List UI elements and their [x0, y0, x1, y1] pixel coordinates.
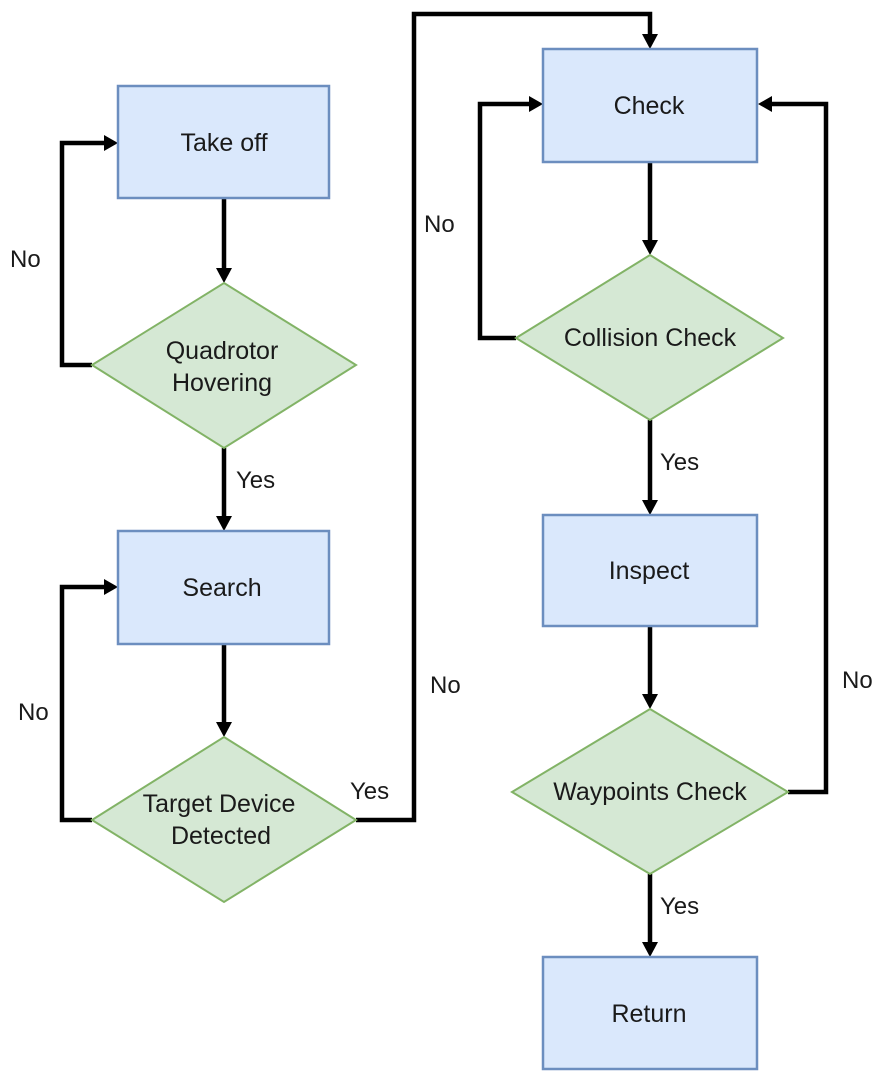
process-box [541, 47, 759, 164]
edge-detected-no [59, 584, 104, 823]
decision-diamond [510, 707, 790, 876]
node-inspect: Inspect [541, 513, 759, 628]
decision-diamond [90, 735, 358, 904]
arrowhead [642, 694, 658, 709]
node-label-line-2: Detected [171, 822, 271, 850]
decision-diamond [514, 253, 785, 422]
edge-label-hovering-yes: Yes [236, 467, 275, 494]
arrowhead [216, 722, 232, 737]
edge-collision-no [477, 101, 529, 341]
node-waypoints: Waypoints Check [510, 707, 790, 876]
arrowhead [642, 34, 658, 49]
process-box [541, 513, 759, 628]
node-check: Check [541, 47, 759, 164]
process-box [116, 84, 331, 200]
edge-label-no-far-top: No [424, 211, 455, 238]
node-label-line-1: Target Device [143, 790, 296, 818]
arrowhead [104, 579, 118, 595]
node-collision: Collision Check [514, 253, 785, 422]
node-label-line-2: Hovering [172, 369, 272, 397]
node-label: Check [614, 92, 685, 120]
edge-label-waypoints-yes: Yes [660, 893, 699, 920]
node-label: Search [182, 574, 261, 602]
edge-waypoints-no [772, 101, 829, 795]
node-search: Search [116, 529, 331, 646]
edge-label-detected-yes: Yes [350, 778, 389, 805]
node-label: Waypoints Check [553, 778, 747, 806]
edge-label-detected-no: No [18, 699, 49, 726]
edge-label-hovering-no: No [10, 246, 41, 273]
arrowhead [758, 96, 772, 112]
edge-label-collision-yes: Yes [660, 449, 699, 476]
node-label: Take off [180, 129, 267, 157]
arrowhead [216, 516, 232, 531]
process-box [541, 955, 759, 1071]
arrowhead [529, 96, 543, 112]
arrowhead [104, 135, 118, 151]
node-hovering: Quadrotor Hovering [90, 281, 358, 450]
node-detected: Target Device Detected [90, 735, 358, 904]
arrowhead [642, 240, 658, 255]
edge-detected-yes [356, 11, 653, 823]
node-label-line-1: Quadrotor [166, 337, 279, 365]
arrowhead [642, 500, 658, 515]
arrowhead [216, 268, 232, 283]
node-takeoff: Take off [116, 84, 331, 200]
edge-label-waypoints-no: No [842, 667, 873, 694]
edge-hovering-no [59, 140, 104, 368]
node-label: Inspect [609, 557, 690, 585]
decision-diamond [90, 281, 358, 450]
node-return: Return [541, 955, 759, 1071]
node-label: Return [611, 1000, 686, 1028]
edge-label-no-far-mid: No [430, 672, 461, 699]
node-label: Collision Check [564, 324, 737, 352]
process-box [116, 529, 331, 646]
arrowhead [642, 942, 658, 957]
